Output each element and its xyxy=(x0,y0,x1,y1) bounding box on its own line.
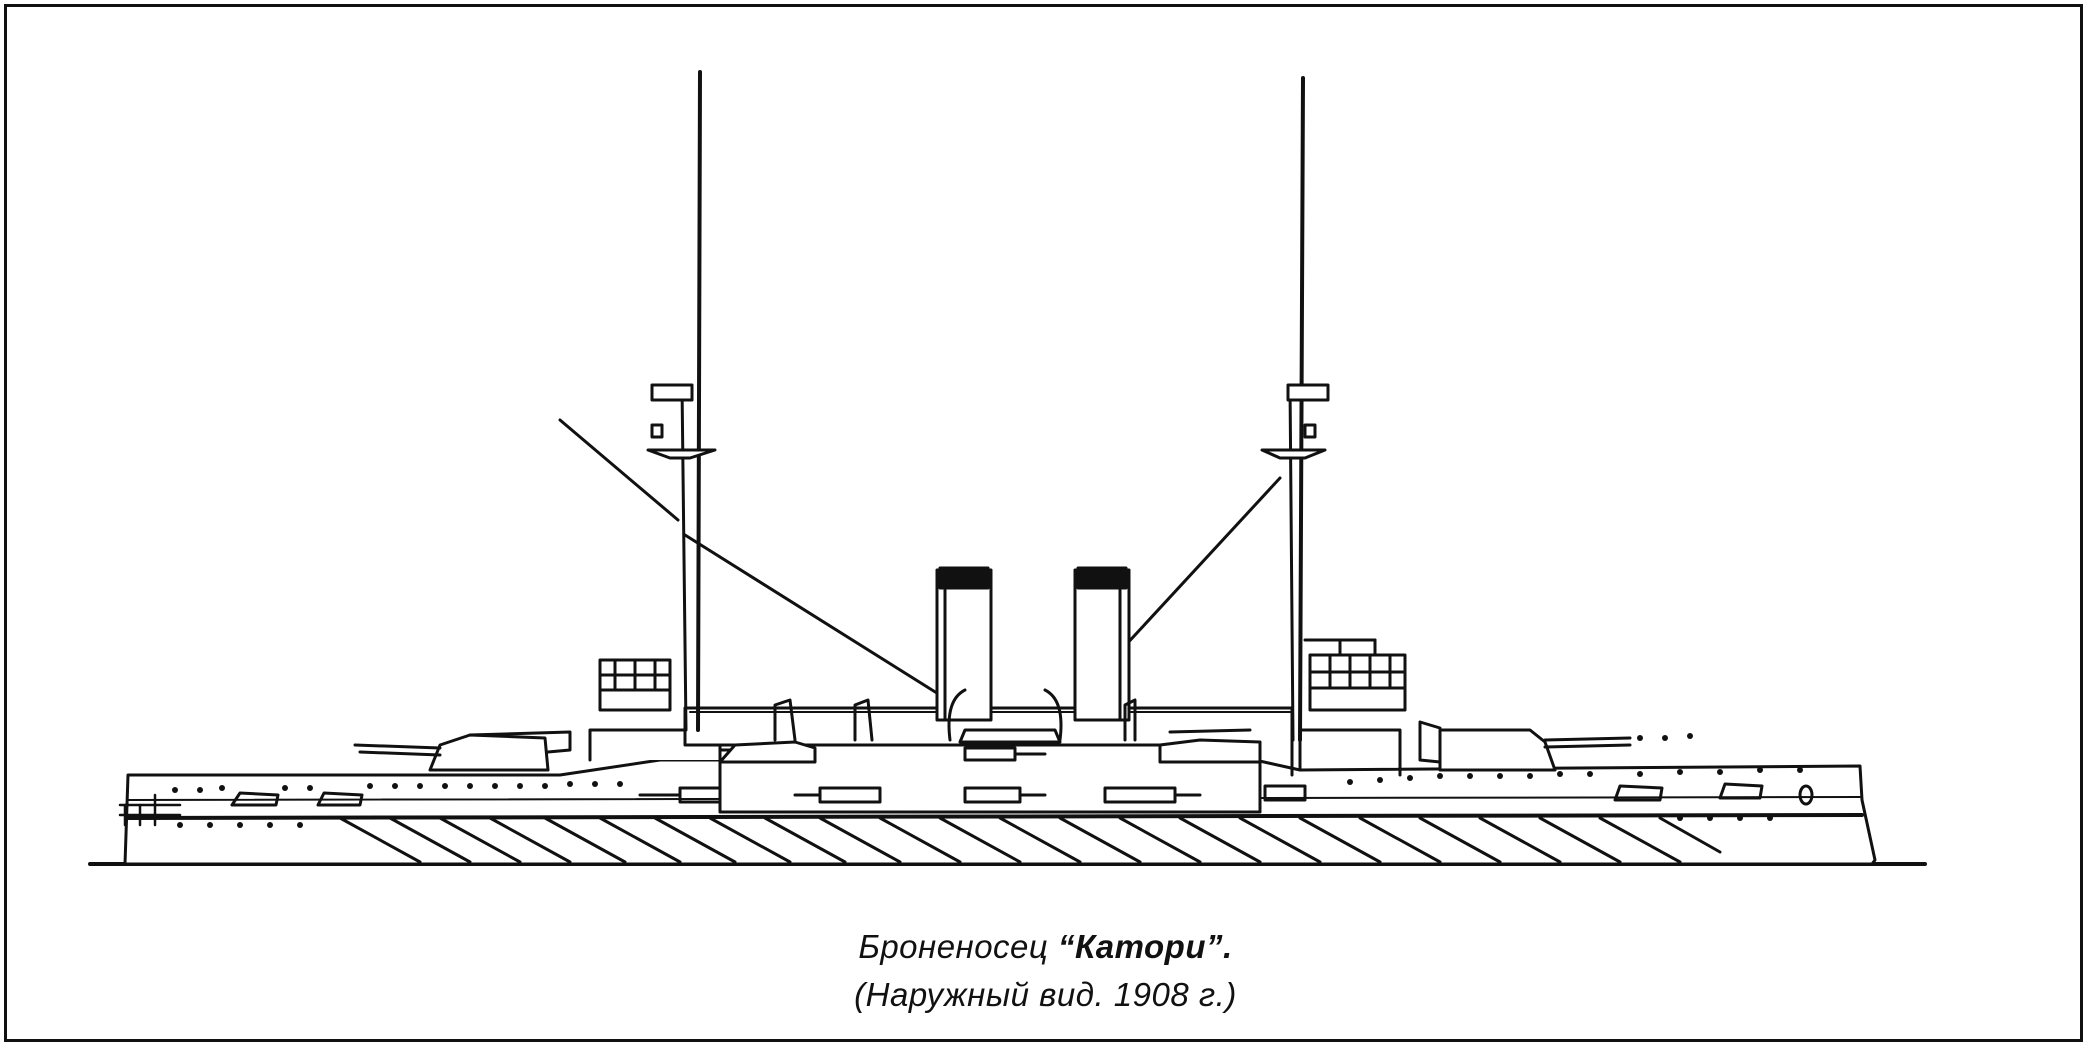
caption-line-1: Броненосец “Катори”. xyxy=(0,928,2091,966)
aft-bridge xyxy=(598,658,672,712)
hull-casemates xyxy=(230,782,1764,807)
fwd-bridge xyxy=(1303,638,1407,712)
belt-line xyxy=(126,813,1864,820)
caption-line-2: (Наружный вид. 1908 г.) xyxy=(854,976,1237,1013)
fwd-turret xyxy=(1418,720,1632,772)
belt-hatching xyxy=(338,816,1722,864)
deck-fittings xyxy=(773,688,1137,744)
stern-gallery xyxy=(118,793,182,827)
hawse-pipe xyxy=(1798,784,1814,806)
caption-period: . xyxy=(1222,928,1233,965)
midship-turrets xyxy=(718,728,1262,764)
funnels xyxy=(935,566,1131,722)
aft-mast xyxy=(558,70,942,732)
portholes xyxy=(172,733,1803,828)
drawing-frame xyxy=(4,4,2083,1042)
aft-turret xyxy=(353,730,572,772)
caption-prefix: Броненосец xyxy=(858,928,1058,965)
ship-name: “Катори” xyxy=(1057,928,1223,965)
